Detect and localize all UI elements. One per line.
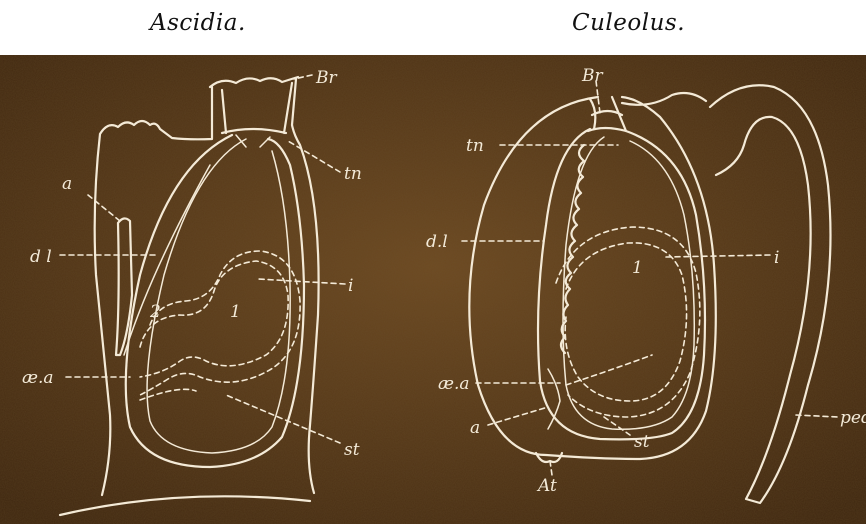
figure-plate: Br tn a d l i 2 1 æ.a st [0, 55, 866, 524]
caption-culeolus: Culeolus. [572, 10, 685, 36]
culeolus-label-tn: tn [466, 136, 484, 156]
culeolus-label-dl: d.l [426, 232, 448, 252]
plate-texture [0, 55, 866, 524]
ascidia-label-1: 1 [230, 302, 241, 322]
ascidia-label-dl: d l [30, 247, 52, 267]
culeolus-label-st: st [634, 432, 650, 452]
culeolus-label-aa: æ.a [438, 374, 470, 394]
culeolus-label-ped: ped [840, 408, 866, 428]
ascidia-label-br: Br [315, 68, 337, 88]
culeolus-label-a: a [470, 418, 480, 438]
caption-ascidia: Ascidia. [150, 10, 246, 36]
ascidia-label-i: i [348, 276, 353, 296]
culeolus-label-at: At [536, 476, 557, 496]
culeolus-label-i: i [774, 248, 779, 268]
ascidia-label-a: a [62, 174, 72, 194]
culeolus-label-1: 1 [632, 258, 643, 278]
culeolus-label-br: Br [581, 66, 603, 86]
ascidia-label-2: 2 [149, 302, 161, 322]
ascidia-label-aa: æ.a [22, 368, 54, 388]
ascidia-label-tn: tn [344, 164, 362, 184]
figure-svg: Br tn a d l i 2 1 æ.a st [0, 55, 866, 524]
ascidia-label-st: st [344, 440, 360, 460]
